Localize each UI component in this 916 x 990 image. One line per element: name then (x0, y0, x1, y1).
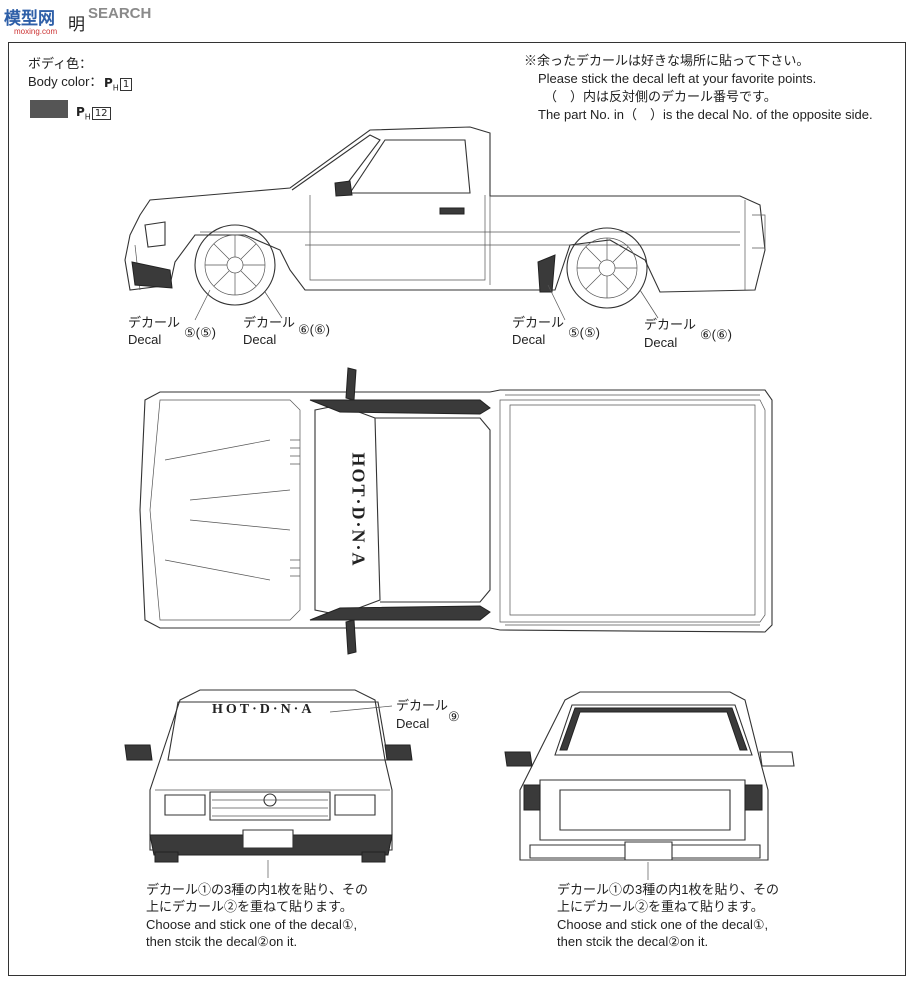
decal-label-jp-1: デカール (128, 315, 181, 330)
windshield-decal-banner: HOT·D·N·A (212, 702, 315, 717)
watermark-url: moxing.com (14, 27, 58, 36)
watermark-logo: 模型网 (4, 9, 55, 28)
decal-label-jp-3: デカール (512, 315, 565, 330)
body-color-label-jp: ボディ色： (28, 56, 93, 71)
decal-label-en-3: Decal (512, 332, 546, 347)
front-instruction-line-2: 上にデカール②を重ねて貼ります。 (146, 899, 353, 914)
decal-label-jp-4: デカール (644, 317, 697, 332)
note-line-3: （ ）内は反対側のデカール番号です。 (544, 89, 777, 104)
windshield-decal-label-jp: デカール (396, 698, 449, 713)
decal-number-1: ⑤(⑤) (184, 325, 216, 340)
decal-label-en-4: Decal (644, 335, 678, 350)
decal-label-en-1: Decal (128, 332, 162, 347)
rear-instruction-line-4: then stcik the decal②on it. (557, 934, 709, 949)
decal-label-en-2: Decal (243, 332, 277, 347)
decal-label-jp-2: デカール (243, 315, 296, 330)
color-swatch (30, 100, 68, 118)
decal-number-3: ⑤(⑤) (568, 325, 600, 340)
body-color-label-en: Body color： (28, 74, 103, 89)
section-title: 明 (68, 15, 85, 34)
instruction-frame (8, 42, 906, 976)
note-line-4: The part No. in（ ）is the decal No. of th… (538, 107, 873, 122)
decal-number-4: ⑥(⑥) (700, 327, 732, 342)
windshield-decal-label-en: Decal (396, 716, 430, 731)
note-line-1: ※余ったデカールは好きな場所に貼って下さい。 (524, 53, 810, 68)
decal-number-2: ⑥(⑥) (298, 322, 330, 337)
watermark-search: SEARCH (88, 5, 152, 22)
front-instruction-line-4: then stcik the decal②on it. (146, 934, 298, 949)
front-instruction-line-3: Choose and stick one of the decal①, (146, 917, 358, 932)
front-instruction-line-1: デカール①の3種の内1枚を貼り、その (146, 882, 368, 897)
rear-instruction-line-2: 上にデカール②を重ねて貼ります。 (557, 899, 764, 914)
windshield-decal-number: ⑨ (448, 709, 460, 724)
note-line-2: Please stick the decal left at your favo… (538, 71, 817, 86)
rear-instruction-line-3: Choose and stick one of the decal①, (557, 917, 769, 932)
rear-instruction-line-1: デカール①の3種の内1枚を貼り、その (557, 882, 779, 897)
